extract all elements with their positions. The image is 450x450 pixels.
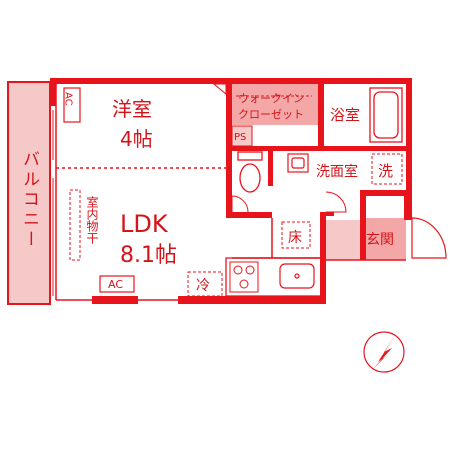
ac-upper-label: AC: [63, 92, 74, 106]
floor-storage-box: [281, 221, 311, 249]
kitchen-counter: [225, 257, 323, 297]
balcony-label: バルコニー: [19, 150, 39, 250]
balcony-area: [7, 81, 51, 305]
floor-storage-label: 床: [288, 230, 302, 246]
closet-label-line1: ウォークイン: [238, 92, 304, 105]
walls: [50, 78, 412, 304]
kitchen-sink: [279, 263, 315, 289]
walk-in-closet-area: [232, 83, 318, 125]
ac-lower-label: AC: [108, 278, 123, 291]
ac-lower-box: [99, 275, 135, 293]
washer-box: [371, 153, 403, 185]
ac-upper-box: [63, 87, 81, 123]
indoor-drying-rack: [69, 189, 81, 261]
fridge-box: [187, 271, 223, 297]
washer-label: 洗: [378, 162, 393, 180]
pipe-space-box: [231, 125, 253, 147]
fridge-label: 冷: [196, 278, 210, 294]
closet-label-line2: クローゼット: [238, 108, 304, 121]
bathroom-label: 浴室: [330, 106, 360, 124]
entrance-area: [362, 218, 406, 260]
toilet-icon: [237, 151, 263, 193]
western-room-size: 4帖: [120, 127, 153, 151]
toilet-door: [231, 195, 249, 213]
north-arrow-icon: [363, 331, 405, 373]
pipe-space-label: PS: [234, 132, 246, 143]
entrance-label: 玄関: [366, 231, 394, 248]
wash-basin: [287, 153, 309, 173]
hall-area: [326, 220, 362, 260]
western-room-name: 洋室: [112, 97, 152, 121]
ldk-size: 8.1帖: [120, 243, 177, 268]
stove-icon: [229, 261, 259, 293]
indoor-drying-label: 室内物干: [85, 195, 99, 244]
washroom-label: 洗面室: [316, 163, 358, 180]
pipe-space-area: [232, 126, 252, 146]
washroom-door: [325, 191, 347, 213]
balcony-doors: [49, 106, 54, 300]
bathtub-icon: [369, 87, 403, 143]
ldk-name: LDK: [120, 210, 169, 238]
entrance-door: [411, 217, 447, 259]
closet-door-marker: [212, 83, 227, 96]
